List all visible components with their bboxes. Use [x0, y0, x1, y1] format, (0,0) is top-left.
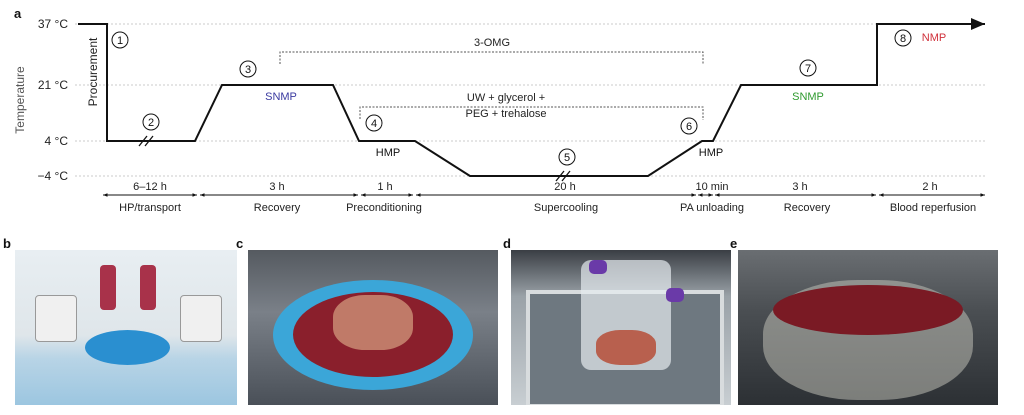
step-3: 3: [245, 64, 251, 76]
uw-label-line1: UW + glycerol +: [467, 92, 545, 104]
panel-label-d: d: [503, 236, 511, 251]
duration-2: 3 h: [269, 181, 284, 193]
agent-brackets: [279, 51, 704, 120]
duration-4: 20 h: [554, 181, 575, 193]
phase-2: Recovery: [254, 202, 301, 214]
hmp-label-2: HMP: [699, 147, 723, 159]
temperature-protocol-diagram: Temperature 37 °C 21 °C 4 °C −4 °C Procu…: [13, 17, 985, 214]
tick-4: 4 °C: [45, 134, 69, 148]
omg-label: 3-OMG: [474, 37, 510, 49]
tick-37: 37 °C: [38, 17, 68, 31]
photo-supercooling-bag: [511, 250, 731, 405]
step-1: 1: [117, 35, 123, 47]
snmp-label-2: SNMP: [792, 91, 824, 103]
duration-6: 3 h: [792, 181, 807, 193]
nmp-label: NMP: [922, 32, 946, 44]
panel-label-e: e: [730, 236, 738, 251]
snmp-label-1: SNMP: [265, 91, 297, 103]
duration-1: 6–12 h: [133, 181, 167, 193]
step-2: 2: [148, 117, 154, 129]
photo-liver-perfusion: [248, 250, 498, 405]
uw-label-line2: PEG + trehalose: [465, 108, 546, 120]
phase-3: Preconditioning: [346, 202, 422, 214]
panel-label-b: b: [3, 236, 11, 251]
y-ticks: 37 °C 21 °C 4 °C −4 °C: [38, 17, 69, 183]
tick-21: 21 °C: [38, 78, 68, 92]
panel-label-a: a: [14, 6, 22, 21]
duration-7: 2 h: [922, 181, 937, 193]
phase-6: Recovery: [784, 202, 831, 214]
phase-1: HP/transport: [119, 202, 181, 214]
duration-5: 10 min: [695, 181, 728, 193]
photo-perfusion-setup: [15, 250, 237, 405]
procurement-label: Procurement: [86, 37, 100, 106]
step-6: 6: [686, 121, 692, 133]
phase-5: PA unloading: [680, 202, 744, 214]
hmp-label-1: HMP: [376, 147, 400, 159]
temperature-line: [78, 18, 985, 177]
tick-minus4: −4 °C: [38, 169, 69, 183]
break-marks: [138, 135, 571, 182]
omg-bracket: [279, 51, 704, 64]
step-5: 5: [564, 152, 570, 164]
step-markers: [111, 29, 912, 166]
phase-7: Blood reperfusion: [890, 202, 976, 214]
duration-3: 1 h: [377, 181, 392, 193]
step-7: 7: [805, 63, 811, 75]
photo-blood-reperfusion: [738, 250, 998, 405]
y-axis-label: Temperature: [13, 66, 27, 134]
phase-4: Supercooling: [534, 202, 598, 214]
panel-label-c: c: [236, 236, 244, 251]
step-8: 8: [900, 33, 906, 45]
step-4: 4: [371, 118, 377, 130]
uw-bracket: [359, 106, 704, 120]
